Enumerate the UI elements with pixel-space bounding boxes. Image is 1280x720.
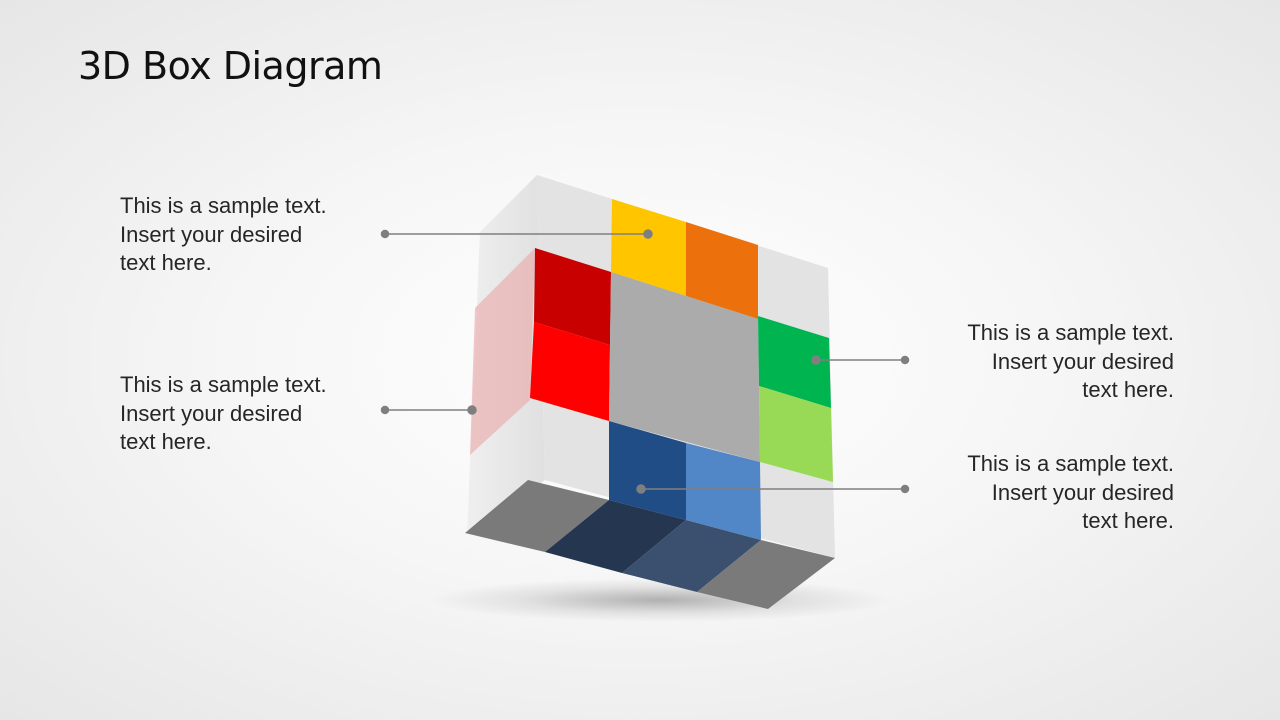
cell-orange [686,222,758,319]
callout-line: Insert your desired [991,348,1174,374]
bottom-cell-dark-blue [545,500,686,573]
connector-dot [811,355,821,365]
callout-bottom-left: This is a sample text. Insert your desir… [120,371,327,457]
callout-bottom-right: This is a sample text. Insert your desir… [967,450,1174,536]
callout-line: text here. [120,250,212,275]
callout-top-right: This is a sample text. Insert your desir… [967,319,1174,405]
bottom-cell-gray-right [697,540,835,609]
connectors [380,229,910,494]
connector-dot [380,405,390,415]
connector-dot [900,355,910,365]
callout-line: This is a sample text. [120,372,327,397]
bottom-cell-blue [622,520,761,592]
red-side-face [470,248,535,455]
callout-top-left: This is a sample text. Insert your desir… [120,192,327,278]
callout-line: This is a sample text. [120,193,327,218]
callout-line: Insert your desired [120,221,303,247]
connector-dot [380,229,390,239]
floor-shadow [430,578,890,622]
callout-line: text here. [1082,508,1174,533]
callout-line: This is a sample text. [967,451,1174,476]
callout-line: text here. [120,429,212,454]
cell-dark-blue [609,421,686,520]
callout-line: This is a sample text. [967,320,1174,345]
slide-title: 3D Box Diagram [78,44,383,88]
connector-dot [467,405,477,415]
cell-yellow [611,199,686,296]
cell-light-green [759,386,833,482]
connector-dot [643,229,653,239]
connector-dot [900,484,910,494]
cell-dark-red [534,248,611,345]
callout-line: Insert your desired [991,479,1174,505]
callout-line: text here. [1082,377,1174,402]
callout-line: Insert your desired [120,400,303,426]
cell-blue [686,443,761,540]
cell-gray-center [609,272,760,462]
bottom-cell-gray-left [465,480,609,552]
connector-dot [636,484,646,494]
cell-red [530,322,610,421]
cell-green [758,316,831,408]
